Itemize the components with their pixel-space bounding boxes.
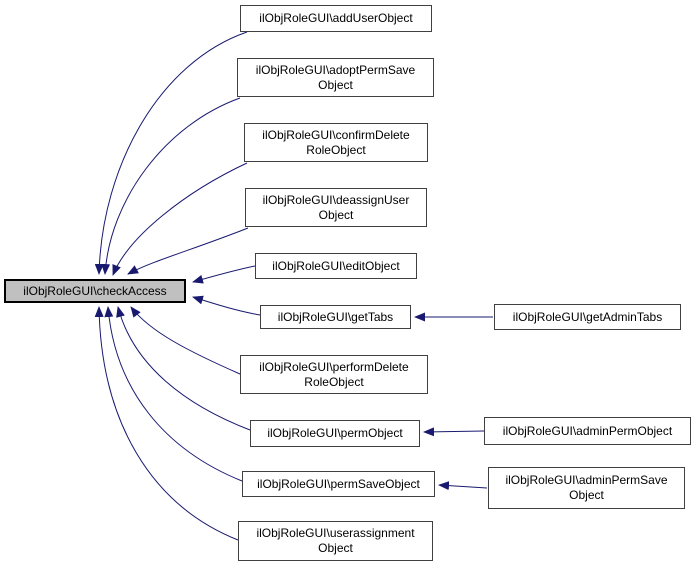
- edge-permSaveObject-checkAccess: [104, 306, 243, 482]
- edge-adminPermSave-permSaveObject: [438, 481, 488, 491]
- node-getAdminTabs[interactable]: ilObjRoleGUI\getAdminTabs: [494, 304, 681, 330]
- edge-adminPermObject-permObject: [423, 427, 485, 437]
- node-performDeleteRoleObject[interactable]: ilObjRoleGUI\performDelete RoleObject: [240, 355, 428, 394]
- node-checkAccess: ilObjRoleGUI\checkAccess: [4, 279, 186, 303]
- edge-addUserObject-checkAccess: [94, 31, 248, 275]
- node-confirmDeleteRoleObject[interactable]: ilObjRoleGUI\confirmDelete RoleObject: [244, 123, 428, 162]
- edge-adoptPermSave-checkAccess: [101, 97, 241, 275]
- node-deassignUserObject[interactable]: ilObjRoleGUI\deassignUser Object: [245, 188, 427, 227]
- node-permObject[interactable]: ilObjRoleGUI\permObject: [250, 420, 420, 447]
- node-userassignmentObject[interactable]: ilObjRoleGUI\userassignment Object: [238, 521, 433, 561]
- edge-performDeleteRole-checkAccess: [130, 306, 241, 375]
- edge-getTabs-checkAccess: [192, 295, 261, 316]
- edge-editObject-checkAccess: [192, 265, 256, 284]
- edge-userassignment-checkAccess: [94, 306, 239, 541]
- node-editObject[interactable]: ilObjRoleGUI\editObject: [255, 253, 417, 279]
- edge-permObject-checkAccess: [116, 306, 251, 431]
- node-permSaveObject[interactable]: ilObjRoleGUI\permSaveObject: [242, 471, 435, 497]
- edge-deassignUser-checkAccess: [127, 227, 249, 275]
- node-addUserObject[interactable]: ilObjRoleGUI\addUserObject: [240, 5, 432, 32]
- node-adminPermObject[interactable]: ilObjRoleGUI\adminPermObject: [484, 417, 691, 445]
- node-adoptPermSaveObject[interactable]: ilObjRoleGUI\adoptPermSave Object: [237, 58, 434, 97]
- edge-confirmDeleteRole-checkAccess: [112, 162, 248, 276]
- node-getTabs[interactable]: ilObjRoleGUI\getTabs: [260, 305, 411, 329]
- node-adminPermSaveObject[interactable]: ilObjRoleGUI\adminPermSave Object: [488, 467, 685, 509]
